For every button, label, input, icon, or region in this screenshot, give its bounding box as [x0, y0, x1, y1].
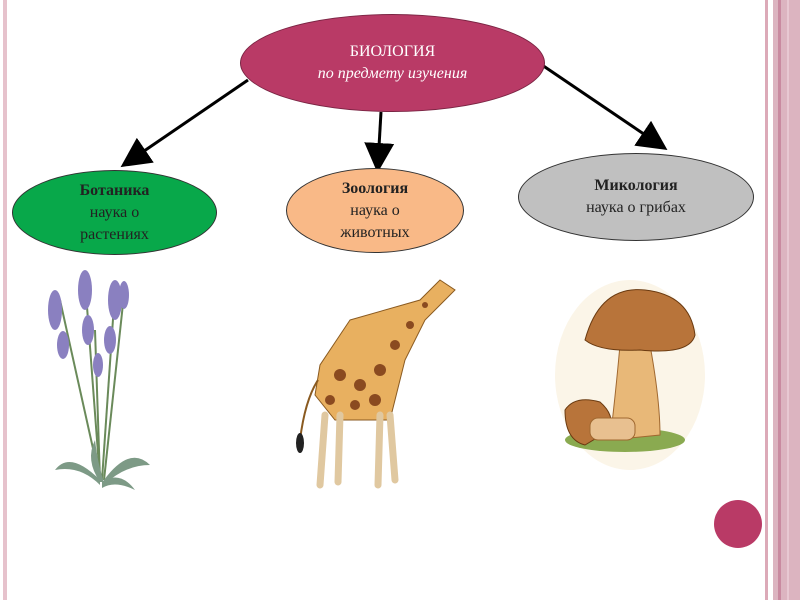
- node-botany: Ботаника наука о растениях: [12, 170, 217, 255]
- node-title: БИОЛОГИЯ: [349, 43, 436, 60]
- node-title: Зоология: [341, 179, 409, 197]
- node-text: наука о: [89, 203, 140, 221]
- slide-border-left: [3, 0, 7, 600]
- node-zoology: Зоология наука о животных: [286, 168, 464, 253]
- node-biology: БИОЛОГИЯ по предмету изучения: [240, 14, 545, 112]
- node-mycology: Микология наука о грибах: [518, 153, 754, 241]
- slide-border-stripe: [778, 0, 781, 600]
- arrow-to-zoology: [364, 111, 395, 173]
- node-title: Микология: [594, 177, 678, 194]
- slide-border-right: [765, 0, 768, 600]
- slide-border-right-band: [773, 0, 800, 600]
- slide-decoration-dot: [714, 500, 762, 548]
- node-text: наука о грибах: [586, 199, 686, 216]
- node-subtitle: по предмету изучения: [317, 65, 468, 82]
- node-text: наука о: [350, 201, 400, 219]
- node-title: Ботаника: [79, 181, 150, 199]
- arrow-to-botany: [120, 78, 249, 168]
- node-text: растениях: [80, 225, 149, 243]
- slide-border-stripe: [787, 0, 789, 600]
- node-text: животных: [340, 223, 410, 241]
- arrow-to-mycology: [541, 63, 668, 151]
